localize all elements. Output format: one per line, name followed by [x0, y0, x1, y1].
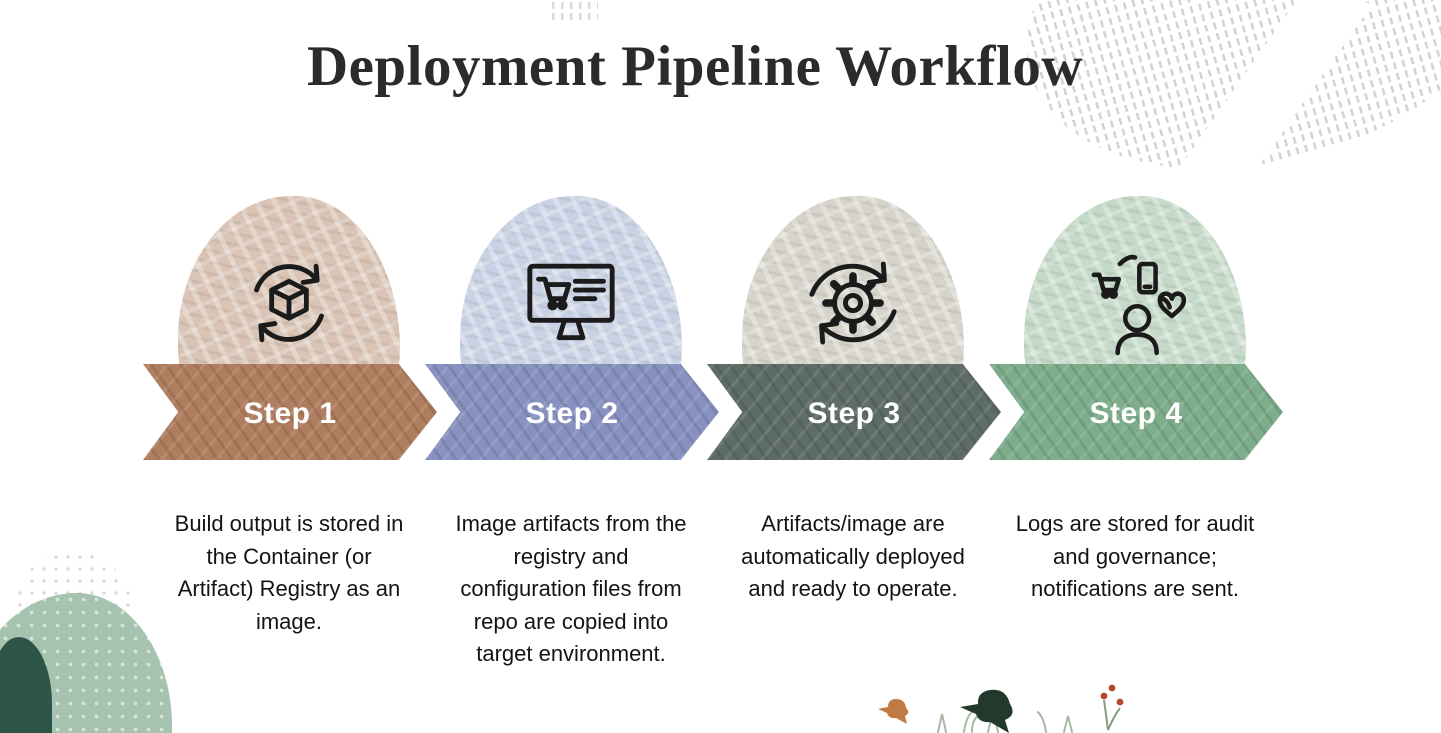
dark-bird-icon	[960, 689, 1013, 733]
monitor-cart-icon	[527, 263, 615, 341]
step-ribbon: Step 2	[425, 364, 719, 460]
step-label: Step 3	[807, 396, 901, 430]
step-label: Step 1	[243, 396, 337, 430]
step-description: Image artifacts from the registry and co…	[455, 511, 687, 667]
step-ribbon: Step 1	[143, 364, 437, 460]
red-berries-decoration	[1100, 684, 1124, 731]
step-label: Step 2	[525, 396, 619, 430]
step-description: Logs are stored for audit and governance…	[1015, 511, 1255, 602]
step-label: Step 4	[1089, 396, 1183, 430]
step-ribbon: Step 4	[989, 364, 1283, 460]
step-description: Build output is stored in the Container …	[174, 511, 404, 634]
step-column-4: Step 4 Logs are stored for audit and gov…	[989, 196, 1283, 696]
step-column-1: Step 1 Build output is stored in the Con…	[143, 196, 437, 696]
customer-care-icon	[1091, 254, 1187, 356]
steps-row: Step 1 Build output is stored in the Con…	[143, 196, 1283, 696]
step-blob	[178, 196, 400, 448]
top-center-texture	[552, 0, 598, 24]
step-column-3: Step 3 Artifacts/image are automatically…	[707, 196, 1001, 696]
gear-sync-icon	[809, 261, 897, 345]
orange-bird-icon	[878, 699, 909, 724]
step-ribbon: Step 3	[707, 364, 1001, 460]
sync-cube-icon	[254, 263, 324, 343]
step-column-2: Step 2 Image artifacts from the registry…	[425, 196, 719, 696]
step-description: Artifacts/image are automatically deploy…	[741, 511, 965, 602]
page-title: Deployment Pipeline Workflow	[306, 35, 1084, 98]
birds-and-plants-decoration	[878, 684, 1124, 733]
